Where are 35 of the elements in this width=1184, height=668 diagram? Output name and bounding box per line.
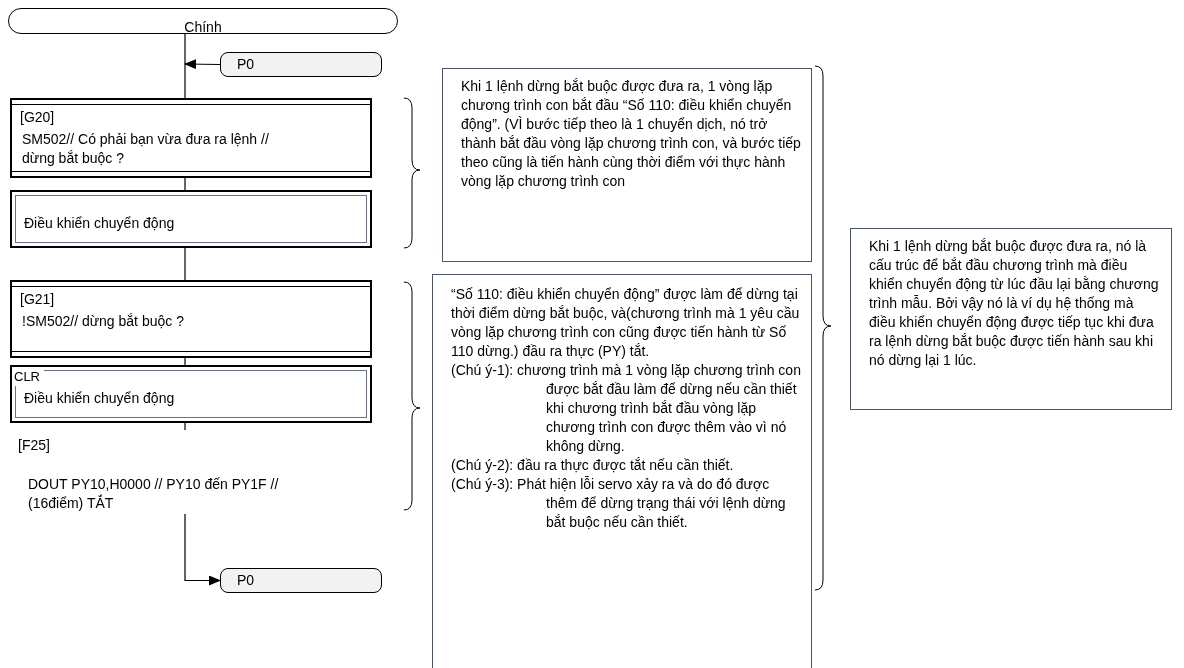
node-text: (Chú ý-1): chương trình mà 1 vòng lặp chương trình con được bắt đầu làm để dừng nếu cần thiết khi chương trình bắt đầu vòng lặp chương trình con được thêm vào vì nó không dừng. (451, 362, 801, 454)
connector (184, 422, 186, 431)
node-text: (Chú ý-3): Phát hiện lỗi servo xảy ra và do đó được thêm để dừng trạng thái với lệnh dừng bắt buộc nếu cần thiết. (451, 476, 786, 530)
node-text: (Chú ý-2): đầu ra thực được tắt nếu cần thiết. (451, 457, 734, 473)
node-text: Điều khiển chuyển động (24, 214, 175, 231)
jump-label (220, 568, 382, 593)
note-box (442, 68, 812, 262)
node-text: P0 (237, 56, 255, 72)
node-text: [G21] (20, 290, 56, 309)
node-text: Điều khiển chuyển động (24, 389, 175, 406)
node-text: [F25] (18, 436, 51, 455)
connector (184, 247, 186, 281)
node-text: !SM502// dừng bắt buộc ? (22, 312, 185, 331)
connector (184, 513, 221, 586)
process-box (10, 190, 372, 248)
node-text: “Số 110: điều khiển chuyển động” được làm để dừng tại thời điểm dừng bắt buộc, và(chương trình mà 1 yêu cầu vòng lặp chương trình con cũng được tiến hành từ Số 110 dừng.) đầu ra thực (PY) tắt. (451, 286, 800, 359)
node-text: Khi 1 lệnh dừng bắt buộc được đưa ra, nó là cấu trúc để bắt đầu chương trình mà điều khiển chuyển động từ lúc đầu lại bằng chương trình mẫu. Bởi vậy nó là ví dụ hệ thống mà điều khiển chuyển động được tiếp tục khi đưa ra lệnh dừng bắt buộc được tiến hành sau khi nó dừng lại 1 lúc. (869, 238, 1159, 368)
connector (184, 177, 186, 191)
node-text: [G20] (20, 108, 56, 127)
node-text: CLR (14, 369, 40, 384)
node-text: SM502// Có phải bạn vừa đưa ra lệnh // dừng bắt buộc ? (22, 130, 270, 168)
node-text: Chính (183, 18, 223, 37)
note-box (432, 274, 812, 668)
terminal-shape (8, 8, 398, 34)
node-text: Khi 1 lệnh dừng bắt buộc được đưa ra, 1 vòng lặp chương trình con bắt đầu “Số 110: điều khiển chuyển động”. (VÌ bước tiếp theo là 1 chuyển dịch, nó trở thành bắt đầu vòng lặp chương trình con, và bước tiếp theo cũng là tiến hành cùng thời điểm với thực hành vòng lặp chương trình con (461, 78, 801, 189)
note-box (850, 228, 1172, 410)
connector (184, 59, 221, 70)
condition-box (10, 98, 372, 178)
node-text: DOUT PY10,H0000 // PY10 đến PY1F // (16điểm) TẮT (28, 475, 280, 513)
process-box (10, 365, 372, 423)
node-text: P0 (237, 572, 255, 588)
connector (184, 33, 186, 99)
condition-box (10, 280, 372, 358)
jump-label (220, 52, 382, 77)
connector (184, 357, 186, 366)
